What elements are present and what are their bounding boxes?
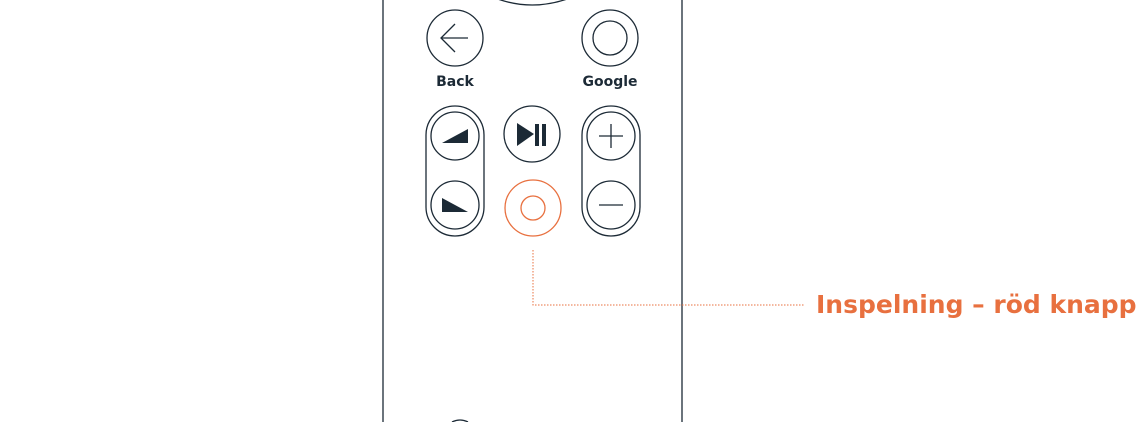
record-callout-label: Inspelning – röd knapp: [816, 290, 1137, 319]
bottom-button-edge: [451, 419, 469, 422]
google-label: Google: [582, 74, 637, 90]
volume-down-icon: [442, 198, 468, 212]
record-button[interactable]: [504, 179, 562, 237]
channel-up-button[interactable]: [586, 111, 636, 161]
channel-down-button[interactable]: [586, 180, 636, 230]
channel-rocker: [581, 105, 641, 237]
google-circle-icon: [592, 20, 628, 56]
google-button[interactable]: [581, 9, 639, 67]
play-pause-button[interactable]: [503, 105, 561, 163]
play-pause-icon: [517, 123, 546, 146]
volume-up-button[interactable]: [430, 111, 480, 161]
volume-up-icon: [442, 129, 468, 143]
record-icon: [520, 195, 546, 221]
plus-icon: [599, 124, 623, 148]
volume-rocker: [425, 105, 485, 237]
back-arrow-icon: [440, 23, 468, 53]
callout-leader-line: [532, 250, 805, 306]
volume-down-button[interactable]: [430, 180, 480, 230]
back-label: Back: [436, 74, 474, 90]
dpad-bottom-edge: [498, 0, 566, 6]
back-button[interactable]: [426, 9, 484, 67]
